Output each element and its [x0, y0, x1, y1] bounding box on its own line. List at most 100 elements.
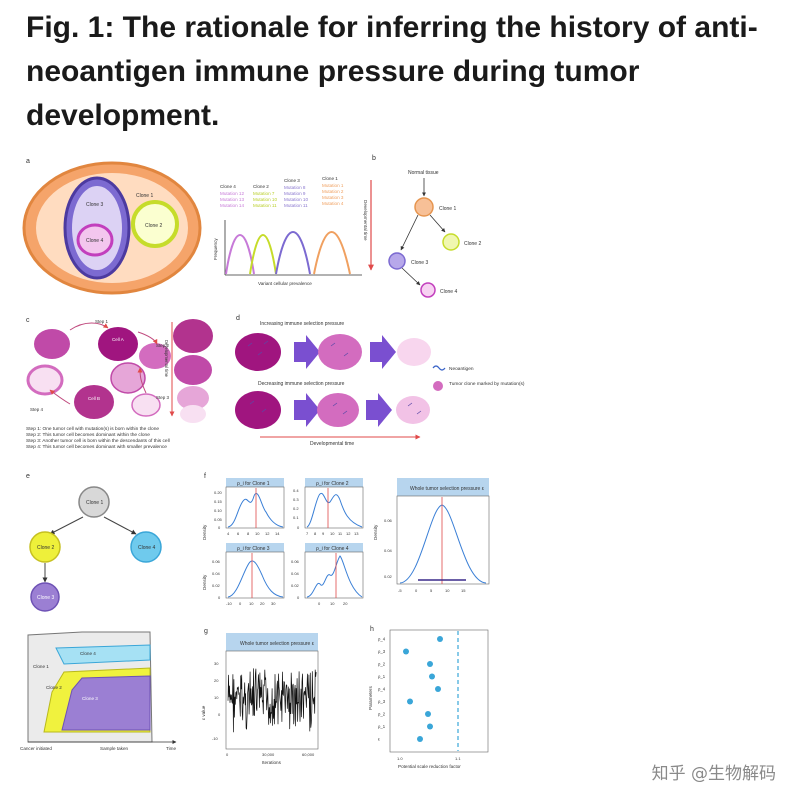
- clone3-label: Clone 3: [86, 202, 103, 208]
- h-point: [403, 648, 409, 655]
- mut-group-title: Clone 3: [284, 178, 300, 183]
- f-whole-ytick: 0.02: [384, 574, 393, 579]
- f2-ytick: 0.1: [293, 515, 299, 520]
- f1-title: ρ_i for Clone 1: [237, 481, 270, 487]
- cell-c6: [131, 393, 161, 417]
- g-xlabel: Iterations: [262, 760, 282, 765]
- neoantigen-legend-icon: [432, 365, 446, 371]
- e-node-clone1: [78, 486, 110, 518]
- panel-g-letter: g: [204, 628, 208, 635]
- g-ytick: -10: [212, 736, 219, 741]
- f4-ytick: 0.04: [291, 571, 300, 576]
- panel-h-letter: h: [370, 626, 374, 633]
- g-ytick: 30: [214, 661, 219, 666]
- f3-title: ρ_i for Clone 3: [237, 546, 270, 552]
- tree-node-label: Clone 4: [440, 289, 457, 295]
- neoantigen-marks: [247, 340, 422, 415]
- f3-ytick: 0.06: [212, 559, 221, 564]
- d-cell-top-2: [318, 334, 362, 370]
- f3-density: [227, 560, 284, 598]
- panel-f-letter: f: [204, 473, 206, 480]
- mut-item: Mutation 13: [220, 197, 244, 202]
- panel-a: a Clone 1 Clone 2 Clone 3 Clone 4 Clone …: [22, 158, 374, 295]
- panel-b-letter: b: [372, 155, 376, 162]
- h-xtick: 1.0: [397, 756, 403, 761]
- h-param-label: ρ_1: [378, 724, 386, 729]
- f2-ytick: 0.3: [293, 497, 299, 502]
- f3-xtick: 20: [260, 601, 265, 606]
- f1-xtick: 12: [265, 531, 270, 536]
- g-frame: [225, 650, 319, 750]
- cell-c4: [26, 364, 64, 396]
- f-whole-xtick: -5: [398, 588, 402, 593]
- d-cell-bot-3: [396, 396, 430, 424]
- mut-item: Mutation 10: [253, 197, 277, 202]
- f3-xtick: 0: [239, 601, 242, 606]
- h-point: [425, 711, 431, 717]
- mut-item: Mutation 9: [284, 191, 306, 196]
- f-whole-xtick: 5: [430, 588, 433, 593]
- f-whole-xtick: 0: [415, 588, 418, 593]
- panel-e-letter: e: [26, 473, 30, 480]
- f1-xtick: 8: [247, 531, 250, 536]
- fish-label: Clone 2: [46, 685, 62, 690]
- step-label: Step 3: [156, 395, 170, 400]
- fish-label: Clone 1: [33, 664, 49, 669]
- f3-xtick: 10: [249, 601, 254, 606]
- f1-ytick: 0: [218, 525, 221, 530]
- cell-b-label: Cell B: [88, 396, 100, 401]
- mut-item: Mutation 12: [220, 191, 244, 196]
- d-arrow: [294, 393, 320, 427]
- d-arrow: [366, 393, 392, 427]
- g-ylabel: ε value: [201, 705, 206, 720]
- f-whole-ytick: 0.06: [384, 518, 393, 523]
- f2-xtick: 9: [322, 531, 325, 536]
- h-xlabel: Potential scale reduction factor: [398, 764, 461, 769]
- h-param-label: ρ_1: [378, 674, 386, 679]
- f2-density: [306, 492, 363, 528]
- f2-xtick: 11: [338, 531, 343, 536]
- c-legend-line: Step 1: One tumor cell with mutation(s) …: [26, 426, 159, 432]
- column-cell-1: [173, 319, 213, 353]
- h-param-label: ρ_3: [378, 699, 386, 704]
- tree-edge: [429, 214, 446, 233]
- c-time-label: Developmental time: [164, 340, 169, 378]
- cell-c1: [34, 329, 70, 359]
- cell-a: [98, 327, 138, 361]
- f-whole-ytick: 0.04: [384, 548, 393, 553]
- d-legend-neoantigen: Neoantigen: [449, 366, 474, 372]
- clone2-peak: [249, 234, 277, 275]
- panel-h: h Parameters ρ_4ρ_3ρ_2ρ_1ρ_4ρ_3ρ_2ρ_1ε 1…: [368, 626, 489, 769]
- cell-c3: [139, 343, 171, 369]
- e-node-clone2: [29, 531, 61, 563]
- tree-node-clone4: [420, 282, 436, 298]
- clone2-label: Clone 2: [145, 223, 162, 229]
- mutation-lists: Clone 4 Mutation 12 Mutation 13 Mutation…: [220, 176, 344, 208]
- h-point: [417, 736, 423, 742]
- h-param-label: ρ_2: [378, 712, 386, 717]
- g-header: [226, 633, 318, 651]
- panel-fish: Clone 4 Clone 1 Clone 2 Clone 3 Cancer i…: [20, 631, 176, 751]
- fish-clone4: [55, 644, 151, 665]
- f3-ytick: 0.04: [212, 571, 221, 576]
- h-point: [437, 636, 443, 642]
- f-whole-header: [397, 478, 489, 496]
- mut-item: Mutation 3: [322, 195, 344, 200]
- fish-xlabel: Time: [166, 746, 176, 751]
- clone1-peak: [313, 231, 351, 275]
- f-ylabel: Density: [202, 524, 207, 540]
- g-ytick: 10: [214, 695, 219, 700]
- h-point: [427, 723, 433, 730]
- f3-ytick: 0.02: [212, 583, 221, 588]
- tree-node-label: Clone 2: [464, 241, 481, 247]
- mut-group-title: Clone 1: [322, 176, 338, 181]
- fish-clone3: [61, 675, 151, 731]
- d-legend-clone: Tumor clone marked by mutation(s): [449, 381, 525, 387]
- d-cell-top-3: [397, 338, 431, 366]
- clone4-ellipse: [76, 223, 114, 257]
- step-label: Step 1: [95, 319, 109, 324]
- clone1-label: Clone 1: [136, 193, 153, 199]
- f2-xtick: 7: [306, 531, 309, 536]
- e-node-label: Clone 1: [86, 500, 103, 506]
- d-arrow: [294, 335, 320, 369]
